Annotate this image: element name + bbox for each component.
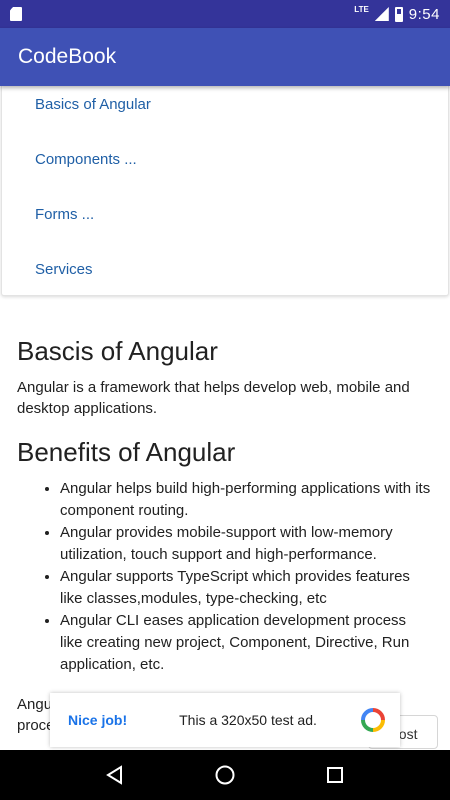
network-type: LTE [354,4,369,14]
navigation-bar [0,750,450,800]
list-item: Angular CLI eases application developmen… [60,610,432,676]
signal-icon [374,7,389,21]
back-button[interactable] [95,755,135,795]
status-bar: LTE 9:54 [0,0,450,28]
app-bar: CodeBook [0,28,450,86]
battery-icon [394,6,403,22]
list-item: Angular provides mobile-support with low… [60,522,432,566]
list-item: Angular supports TypeScript which provid… [60,566,432,610]
home-icon [215,765,235,785]
home-button[interactable] [205,755,245,795]
ad-text: This a 320x50 test ad. [179,712,317,728]
menu-item-services[interactable]: Services [35,261,93,278]
section-title-basics: Bascis of Angular [17,336,218,366]
recents-button[interactable] [315,755,355,795]
ad-label: Nice job! [68,712,128,728]
benefits-list: Angular helps build high-performing appl… [17,478,432,676]
app-title: CodeBook [18,45,117,68]
ad-banner[interactable]: Nice job! This a 320x50 test ad. [50,693,400,747]
partial-paragraph: Angu proce [17,694,77,736]
menu-item-components[interactable]: Components ... [35,151,137,168]
section-body-basics: Angular is a framework that helps develo… [17,379,410,417]
menu-item-forms[interactable]: Forms ... [35,206,95,223]
partial-line: Angu [17,696,53,713]
recents-icon [327,767,343,783]
sd-card-icon [10,7,22,21]
article-content: Bascis of Angular Angular is a framework… [17,336,432,676]
partial-line: proce [17,717,55,734]
ad-logo-icon [361,708,385,732]
topics-menu: Basics of Angular Components ... Forms .… [1,80,449,296]
menu-item-basics[interactable]: Basics of Angular [35,96,151,113]
list-item: Angular helps build high-performing appl… [60,478,432,522]
clock: 9:54 [408,5,440,23]
section-title-benefits: Benefits of Angular [17,437,236,467]
back-icon [106,765,122,785]
